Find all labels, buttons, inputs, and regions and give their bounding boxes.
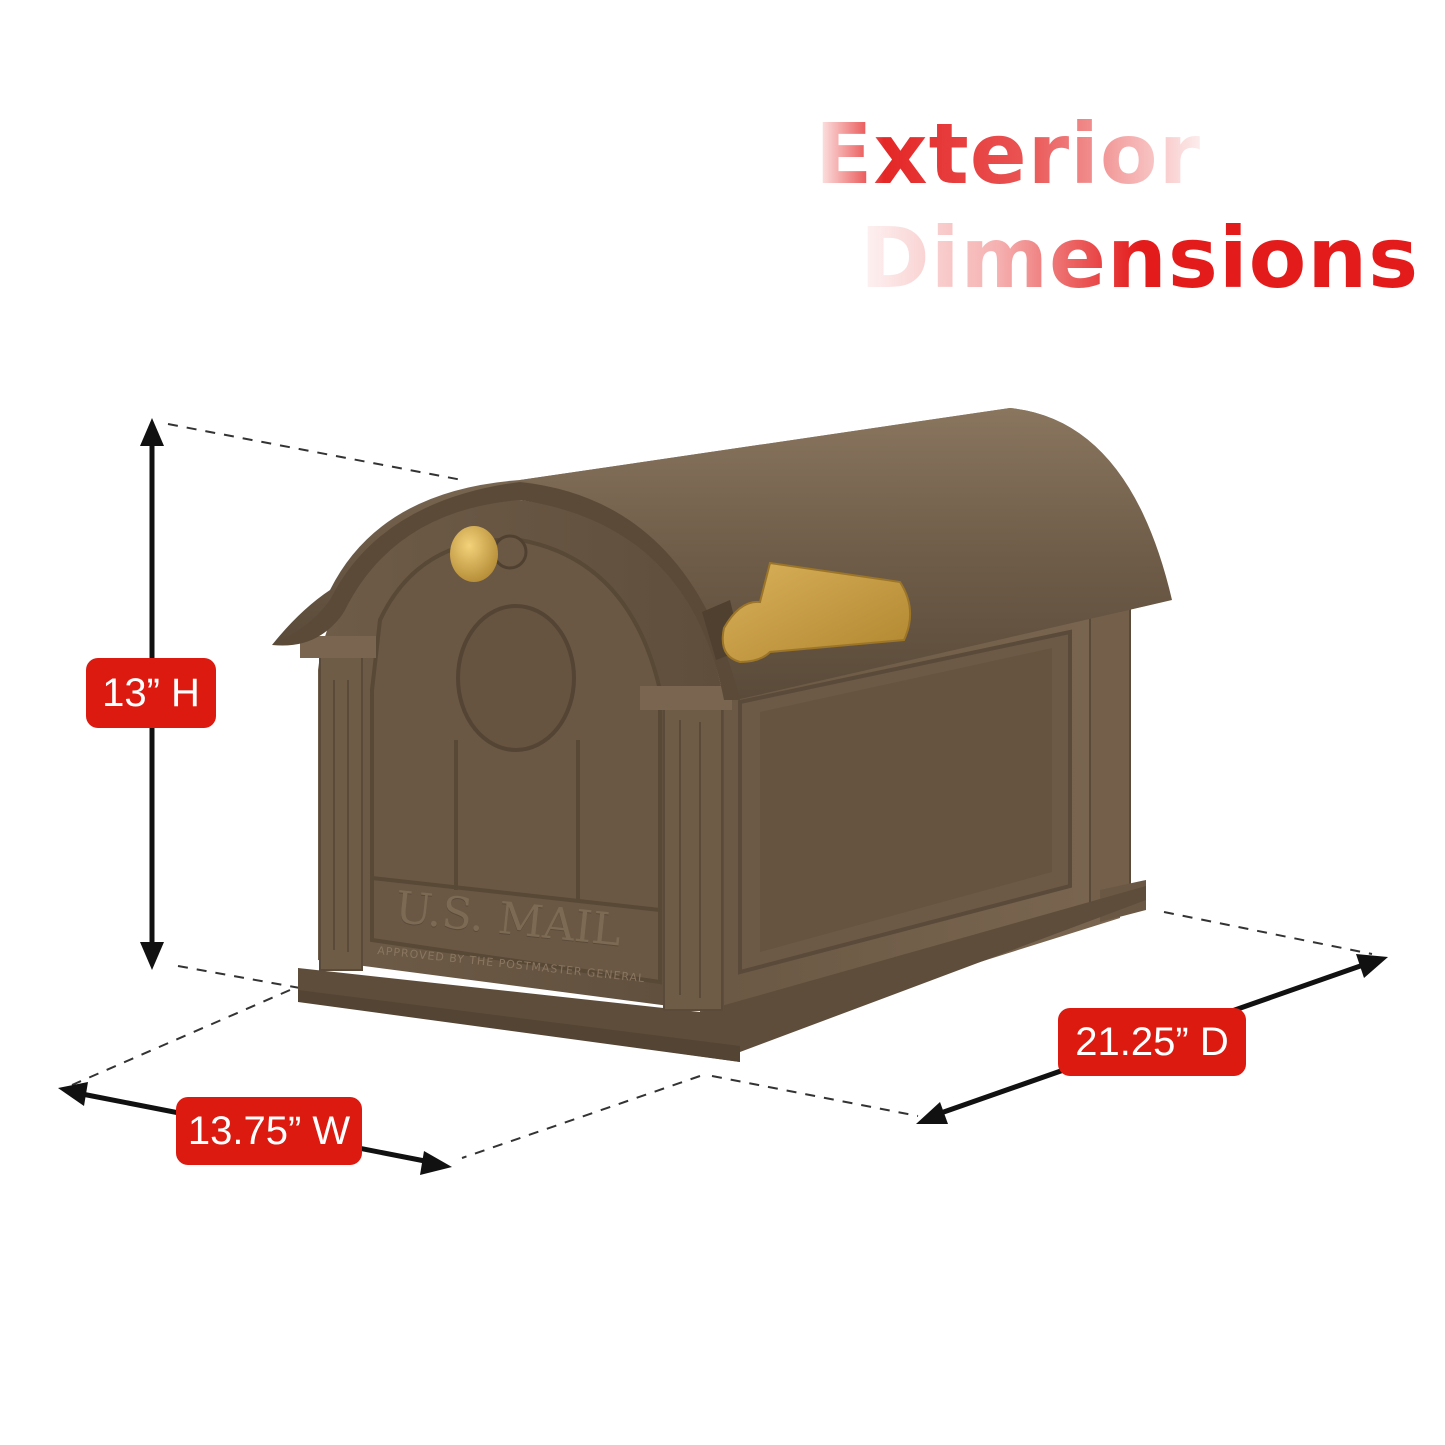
front-medallion (456, 604, 576, 752)
depth-arrow-left (916, 1102, 948, 1124)
front-column-right (663, 689, 723, 1011)
guide-width-back (71, 989, 291, 1086)
guide-depth-right (1163, 911, 1373, 955)
height-badge: 13” H (86, 658, 216, 728)
depth-arrow-right (1356, 954, 1388, 978)
heading-line-2: Dimensions (860, 209, 1420, 307)
width-arrow-left (58, 1082, 88, 1106)
guide-width-front (461, 1075, 701, 1159)
width-badge: 13.75” W (176, 1097, 362, 1165)
guide-bottom-left (177, 965, 301, 989)
height-arrow-top (140, 418, 164, 446)
width-arrow-right (420, 1151, 452, 1175)
mailbox-front (300, 499, 732, 1011)
mailbox-side (700, 598, 1146, 1050)
mailbox-knob (450, 526, 528, 582)
dimension-guides (71, 423, 1373, 1159)
guide-top (167, 423, 463, 481)
height-arrow-bottom (140, 942, 164, 970)
heading-line-1: Exterior (815, 105, 1202, 203)
mailbox-flag (702, 561, 911, 664)
mailbox-base (298, 886, 1146, 1062)
depth-badge: 21.25” D (1058, 1008, 1246, 1076)
guide-depth-bottom (711, 1075, 919, 1117)
mailbox-roof (272, 408, 1172, 700)
front-column-left (319, 639, 363, 971)
